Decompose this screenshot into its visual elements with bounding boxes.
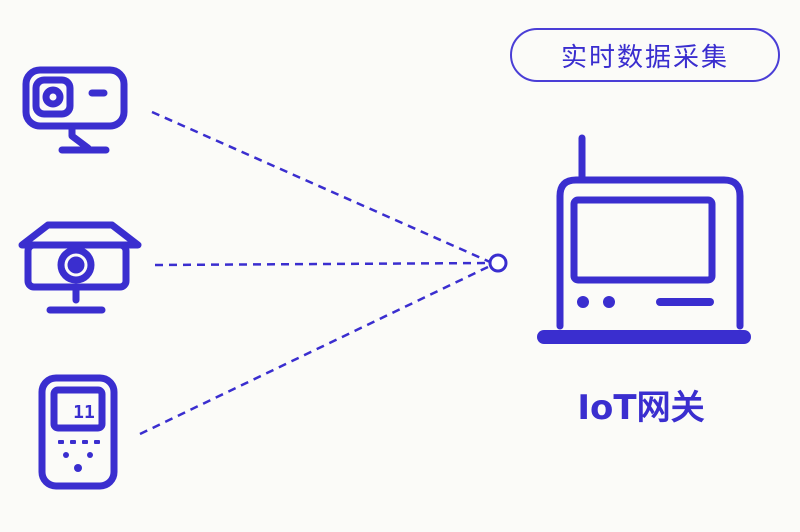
handheld-meter-icon: 11 (38, 374, 118, 490)
meter-display-readout: 11 (73, 402, 95, 423)
gateway-label: IoT网关 (577, 388, 705, 428)
surveillance-camera-icon (18, 221, 142, 314)
connection-node (488, 253, 508, 273)
connector-line-top (151, 110, 491, 264)
projector-camera-icon (22, 66, 128, 154)
connector-line-bottom (139, 264, 491, 436)
connector-line-middle (154, 261, 491, 267)
gateway-router-icon (537, 134, 751, 344)
connection-lines (139, 110, 491, 436)
realtime-data-badge: 实时数据采集 (510, 28, 780, 82)
